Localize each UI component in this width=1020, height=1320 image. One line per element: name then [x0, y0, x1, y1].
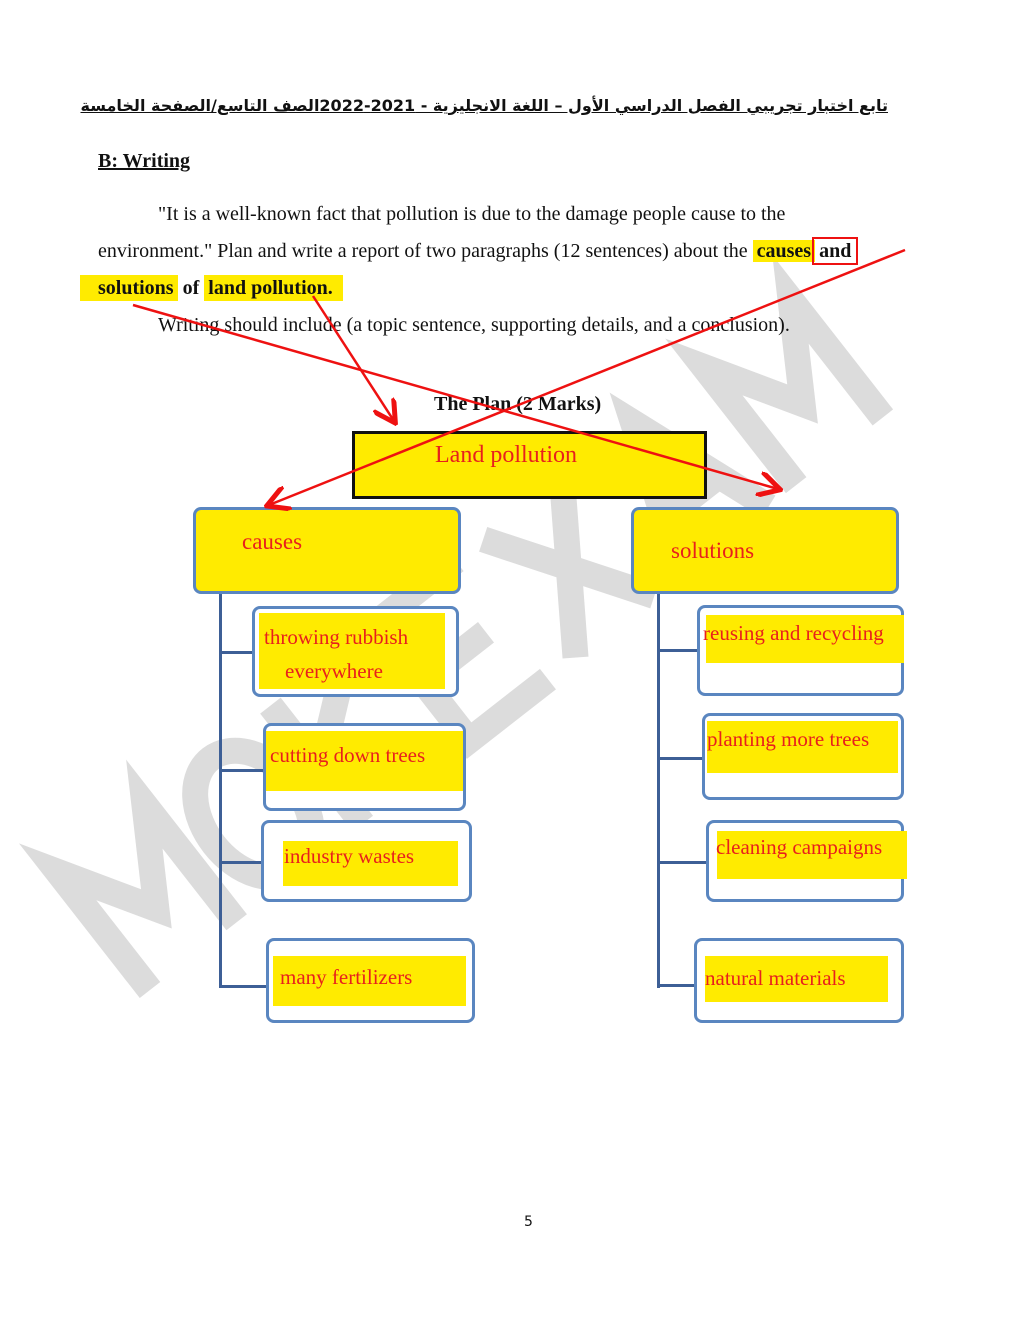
solution-item: cleaning campaigns [706, 820, 907, 902]
branch [219, 985, 267, 988]
solutions-label: solutions [671, 538, 755, 563]
branch [657, 984, 695, 987]
root-label: Land pollution [435, 442, 577, 468]
solution-item: planting more trees [702, 713, 904, 800]
solution-item: natural materials [694, 938, 904, 1023]
page-number: 5 [524, 1214, 533, 1230]
prompt-text: environment." Plan and write a report of… [98, 240, 753, 262]
cause-item: cutting down trees [263, 723, 466, 811]
root-node: Land pollution [352, 431, 707, 499]
cause-text: everywhere [285, 659, 383, 683]
arrow-solutions [132, 303, 778, 489]
cause-text: many fertilizers [280, 965, 413, 989]
causes-connector [219, 593, 222, 988]
prompt-line-1: "It is a well-known fact that pollution … [158, 203, 786, 225]
branch [657, 649, 698, 652]
solution-text: cleaning campaigns [716, 835, 883, 859]
cause-item: many fertilizers [266, 938, 475, 1023]
arrow-land-pollution [311, 295, 394, 421]
section-title: B: Writing [98, 150, 191, 172]
cause-text: throwing rubbish [264, 625, 409, 649]
prompt-line-4: Writing should include (a topic sentence… [158, 314, 790, 336]
highlight-and: and [812, 237, 859, 265]
prompt-line-2: environment." Plan and write a report of… [98, 237, 859, 265]
branch [657, 861, 707, 864]
branch [219, 651, 253, 654]
branch [219, 769, 264, 772]
solutions-connector [657, 593, 660, 988]
solution-text: natural materials [705, 966, 846, 990]
page-header: تابع اختبار تجريبي الفصل الدراسي الأول –… [80, 96, 889, 115]
solution-text: planting more trees [707, 727, 870, 751]
highlight-land-pollution: land pollution. [204, 275, 343, 301]
highlight-causes: causes [752, 240, 816, 262]
solution-item: reusing and recycling [697, 605, 904, 696]
branch [657, 757, 703, 760]
causes-node: causes [193, 507, 461, 594]
cause-item: industry wastes [261, 820, 472, 902]
cause-text: cutting down trees [270, 743, 426, 767]
arrow-causes [269, 248, 906, 505]
prompt-of: of [177, 277, 205, 299]
causes-label: causes [242, 529, 303, 554]
prompt-line-3: solutions of land pollution. [80, 275, 343, 301]
solution-text: reusing and recycling [703, 621, 884, 645]
cause-item: throwing rubbish everywhere [252, 606, 459, 697]
branch [219, 861, 262, 864]
highlight-solutions: solutions [80, 275, 178, 301]
cause-text: industry wastes [284, 844, 415, 868]
solutions-node: solutions [631, 507, 899, 594]
